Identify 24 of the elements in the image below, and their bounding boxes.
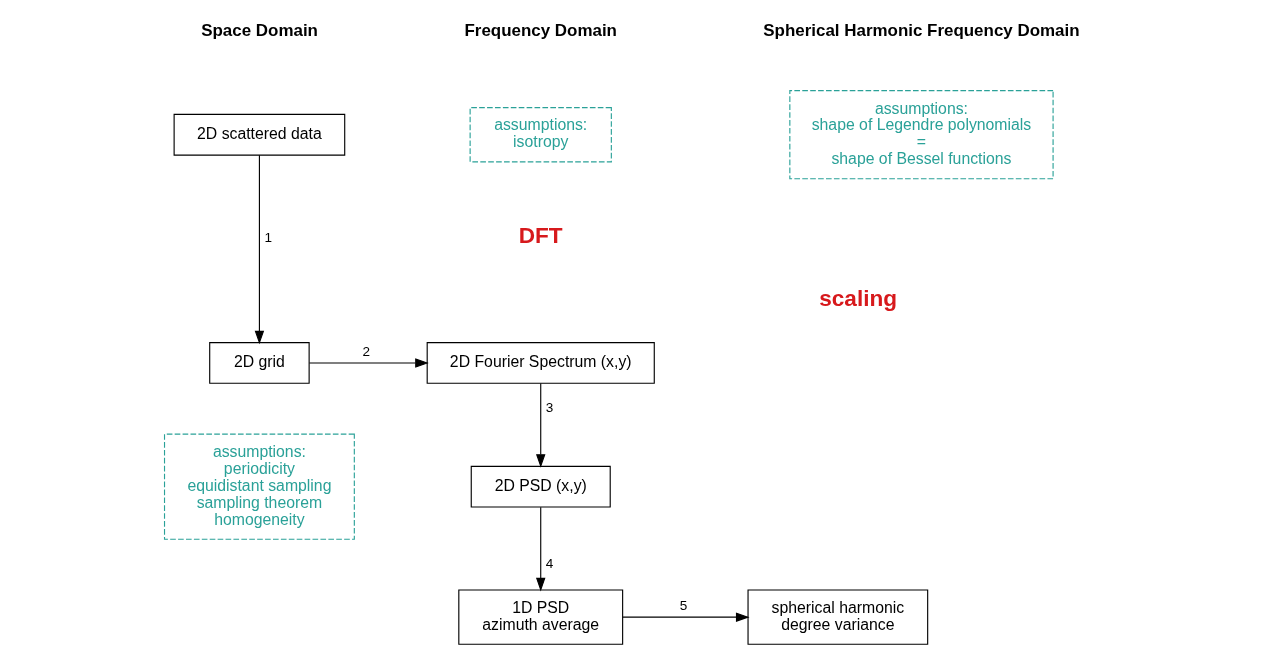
node-box: spherical harmonic degree variance xyxy=(746,589,928,645)
edge-label: 1 xyxy=(263,230,272,246)
arrow xyxy=(535,506,545,592)
edge-label: 2 xyxy=(361,343,370,359)
arrow xyxy=(535,383,545,468)
edge-label: 4 xyxy=(545,556,553,572)
edge-label: 3 xyxy=(545,400,553,416)
node-box: assumptions: shape of Legendre polynomials = shape of Bessel functions xyxy=(788,90,1054,180)
node-box: 2D PSD (x,y) xyxy=(470,465,611,508)
node-box: 2D grid xyxy=(208,342,310,384)
arrow xyxy=(308,358,429,368)
node-box: 1D PSD azimuth average xyxy=(457,589,623,645)
node-box: assumptions: periodicity equidistant sampling sampling theorem homogeneity xyxy=(163,433,355,540)
label: Space Domain xyxy=(200,20,318,40)
label: DFT xyxy=(518,223,563,249)
edge-label: 5 xyxy=(679,597,687,613)
label: scaling xyxy=(818,286,897,312)
node-box: assumptions: isotropy xyxy=(469,107,612,163)
arrow xyxy=(621,612,749,622)
arrow xyxy=(254,154,264,345)
node-box: 2D scattered data xyxy=(173,113,345,156)
node-box: 2D Fourier Spectrum (x,y) xyxy=(426,342,655,384)
label: Spherical Harmonic Frequency Domain xyxy=(762,20,1080,40)
label: Frequency Domain xyxy=(463,20,617,40)
